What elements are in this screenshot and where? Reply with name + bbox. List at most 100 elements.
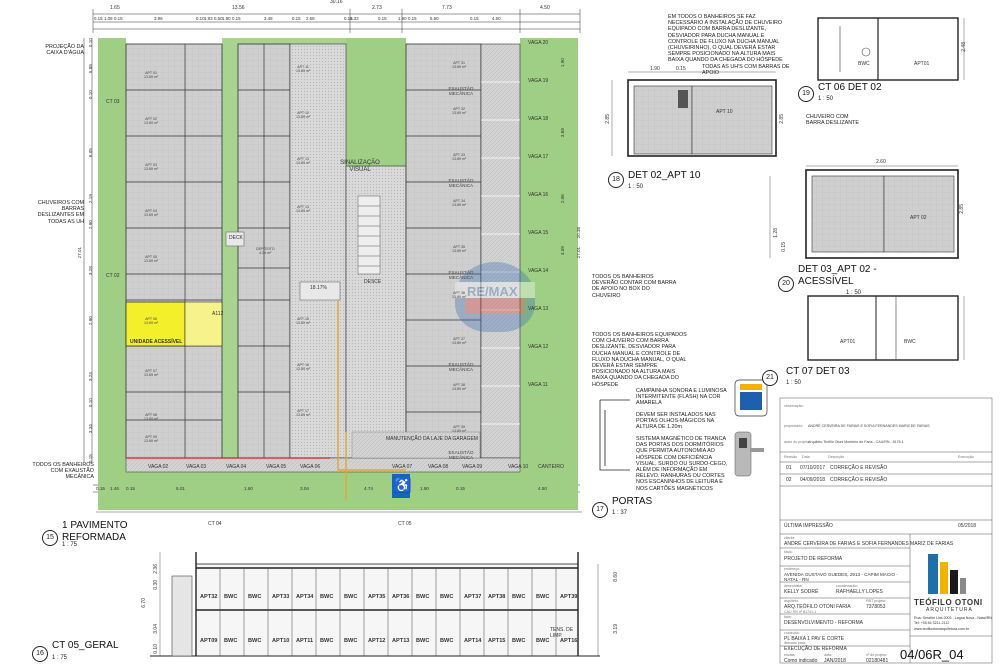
desce-label: DESCE [364, 279, 382, 285]
portas-title: PORTAS [612, 496, 653, 507]
note-exaustao: TODOS OS BANHEIROS COM EXAUSTÃO MECÂNICA [32, 462, 94, 481]
tb-data: JAN/2018 [824, 658, 846, 664]
tb-ultima: ÚLTIMA IMPRESSÃO [784, 523, 833, 529]
rev-desc: CORREÇÃO E REVISÃO [830, 465, 888, 471]
tb-cau: CAU RN nº 81741-1 [784, 610, 817, 614]
section-unit: BWC [320, 594, 334, 600]
note-caixa: PROJEÇÃO DA CAIXA D'ÁGUA [45, 44, 84, 57]
rev-desc: CORREÇÃO E REVISÃO [830, 477, 888, 483]
bottom-dim: 1.46 [110, 486, 119, 491]
det18-dim-0: 1.90 [650, 66, 660, 72]
section-unit: APT11 [296, 638, 314, 644]
unit-label: APT 12 13.89 m² [296, 111, 311, 119]
company-addr: Rua: Serafim Lins 2003 - Lagoa Nova - Na… [914, 616, 992, 620]
door-bell-device [734, 379, 768, 417]
unit-label: APT 38 13.89 m² [452, 383, 467, 391]
tb-rev-h3: Execução [958, 455, 974, 459]
title-block-lines [779, 397, 993, 664]
bottom-dim: 4.50 [538, 486, 547, 491]
unit-label: APT 01 13.69 m² [144, 71, 159, 79]
section-dim-2: 6.70 [140, 598, 147, 608]
tb-data-label: data: [824, 653, 832, 657]
second-dim: 5.90 [430, 16, 439, 21]
det21-bwc: BWC [904, 339, 916, 345]
unit-label: DEPÓSITO 4.24 m² [256, 247, 275, 255]
second-dim: 0.15 [378, 16, 387, 21]
section-unit: BWC [248, 594, 262, 600]
section-rdim-0: 3.19 [612, 624, 619, 634]
rev-number: 01 [786, 465, 792, 471]
det21-scale: 1 : 50 [786, 380, 802, 386]
company-site: www.teofilootoniarquitetura.com.br [914, 627, 970, 631]
top-dim-3: 7.73 [442, 5, 452, 11]
tb-status-label: liberado para: [784, 641, 806, 645]
det20-dim-1: 1.28 [772, 228, 779, 238]
section-unit: BWC [344, 594, 358, 600]
tb-desenho-label: desenhista: [784, 584, 803, 588]
left-dim: 2.19 [87, 194, 93, 204]
deck-label: DECK [229, 235, 243, 241]
unit-label: APT 17 13.89 m² [296, 409, 311, 417]
second-dim: 1.08 [104, 16, 113, 21]
section-dim-3: 3.04 [152, 624, 159, 634]
section-unit: BWC [536, 638, 550, 644]
circulation [289, 43, 347, 459]
left-dimension-lines [83, 38, 93, 462]
section-unit: APT35 [368, 594, 386, 600]
det18-dim-2: 2.85 [604, 114, 611, 124]
top-dim-1: 13.56 [232, 5, 245, 11]
vaga-label: VAGA 03 [186, 464, 207, 470]
portas-scale: 1 : 37 [612, 510, 628, 516]
vaga-label: VAGA 19 [528, 78, 549, 84]
section-unit: BWC [440, 594, 454, 600]
unit-label: APT 11 13.89 m² [296, 65, 311, 73]
unit-label: APT 13 13.89 m² [296, 157, 311, 165]
vaga-label: VAGA 09 [462, 464, 483, 470]
second-dim: 0.15 [114, 16, 123, 21]
vaga-label: VAGA 16 [528, 192, 549, 198]
section-ct05-drawing [150, 552, 600, 657]
stair [357, 195, 381, 275]
section-unit: APT36 [392, 594, 410, 600]
vaga-label: VAGA 02 [148, 464, 169, 470]
tb-escala-label: escala: [784, 653, 796, 657]
tb-cliente: ANDRÉ CERVEIRA DE FARIAS E SOFIA FERNAND… [784, 541, 954, 547]
det21-title: CT 07 DET 03 [786, 366, 850, 377]
vaga-label: VAGA 04 [226, 464, 247, 470]
bottom-dim: 1.90 [420, 486, 429, 491]
unit-label: APT 02 13.69 m² [144, 117, 159, 125]
left-dim: 5.88 [87, 64, 93, 74]
tb-autor-label: autor do projeto: [784, 440, 811, 444]
second-dim: 1.90 [222, 16, 231, 21]
tb-conteudo: PL BAIXA 1 PAV E CORTE [784, 636, 845, 642]
section-unit: BWC [512, 594, 526, 600]
unit-label: APT 35 13.89 m² [452, 245, 467, 253]
second-dim: 0.15 [94, 16, 103, 21]
det20-dim-2: 0.15 [780, 242, 787, 252]
left-dim: 2.90 [87, 220, 93, 230]
company-sub: ARQUITETURA [926, 607, 973, 613]
section-unit: BWC [416, 638, 430, 644]
second-dim: 0.50 [214, 16, 223, 21]
det18-unit: APT 10 [716, 109, 733, 115]
right-dim: 3.69 [559, 128, 565, 138]
section-unit: APT37 [464, 594, 482, 600]
left-wing [125, 43, 223, 459]
portas-number: 17 [592, 502, 608, 518]
vaga-label: VAGA 10 [508, 464, 529, 470]
orange-walkway [337, 300, 406, 500]
tb-prop-label: proprietário: [784, 424, 804, 428]
det19-bwc: BWC [858, 61, 870, 67]
vaga-label: VAGA 15 [528, 230, 549, 236]
overall-dim: 30.16 [330, 0, 343, 5]
second-dim: 3.48 [264, 16, 273, 21]
manutencao-label: MANUTENÇÃO DA LAJE DA GARAGEM [386, 436, 478, 442]
tb-escala: Como indicado [784, 658, 818, 664]
plan-view-scale: 1 : 75 [62, 542, 78, 548]
det19-number: 19 [798, 86, 814, 102]
ramp-pct: 18.17% [310, 285, 327, 291]
grass-center [346, 38, 406, 166]
ct02-label: CT 02 [106, 273, 120, 279]
bottom-dim: 4.74 [364, 486, 373, 491]
